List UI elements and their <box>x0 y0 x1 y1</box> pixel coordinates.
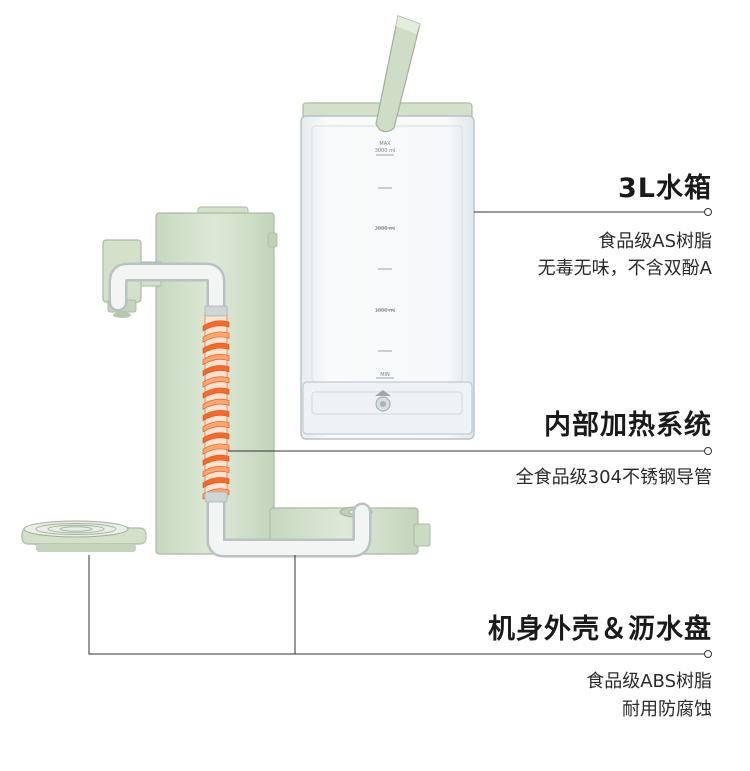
drip-tray <box>21 520 147 552</box>
leader-lines <box>88 208 712 658</box>
coil-turn <box>202 477 230 489</box>
tank-handle <box>375 15 421 133</box>
tank-mark-2000: 2000 ml <box>375 226 396 232</box>
callout-heater-title: 内部加热系统 <box>544 410 712 441</box>
tank-mark-max: MAX <box>379 141 391 147</box>
heating-coil <box>202 305 230 503</box>
callout-tank-line-2: 无毒无味，不含双酚A <box>537 258 712 279</box>
callout-shell-line-2: 耐用防腐蚀 <box>622 699 712 720</box>
callout-tank-line-1: 食品级AS树脂 <box>598 231 712 252</box>
coil-turn <box>202 376 230 388</box>
coil-turn <box>202 398 230 410</box>
callout-heater-line-1: 全食品级304不锈钢导管 <box>515 467 712 488</box>
coil-turn <box>202 421 230 433</box>
leader-shell-dot <box>704 650 712 658</box>
callout-shell-title: 机身外壳＆沥水盘 <box>488 614 712 645</box>
tank-mark-3000: 3000 ml <box>375 148 396 154</box>
coil-turn <box>202 432 230 444</box>
callout-tank-title: 3L水箱 <box>618 173 712 204</box>
callout-shell-line-1: 食品级ABS树脂 <box>586 671 712 692</box>
water-tank: MAX 3000 ml 2000 ml 1000 ml MIN <box>300 102 475 440</box>
coil-turn <box>202 465 230 478</box>
coil-turn <box>202 454 230 466</box>
coil-turn <box>202 443 230 455</box>
tank-mark-min: MIN <box>380 372 390 378</box>
coil-turn <box>202 365 230 377</box>
coil-turn <box>202 342 230 354</box>
leader-tank-dot <box>704 208 712 216</box>
coil-turn <box>202 387 230 399</box>
tank-mark-1000: 1000 ml <box>375 308 396 314</box>
coil-turn <box>202 320 230 332</box>
leader-shell <box>88 555 704 655</box>
leader-heater-dot <box>704 447 712 455</box>
coil-turn <box>202 353 230 366</box>
coil-turn <box>202 409 230 422</box>
coil-turn <box>202 331 230 343</box>
